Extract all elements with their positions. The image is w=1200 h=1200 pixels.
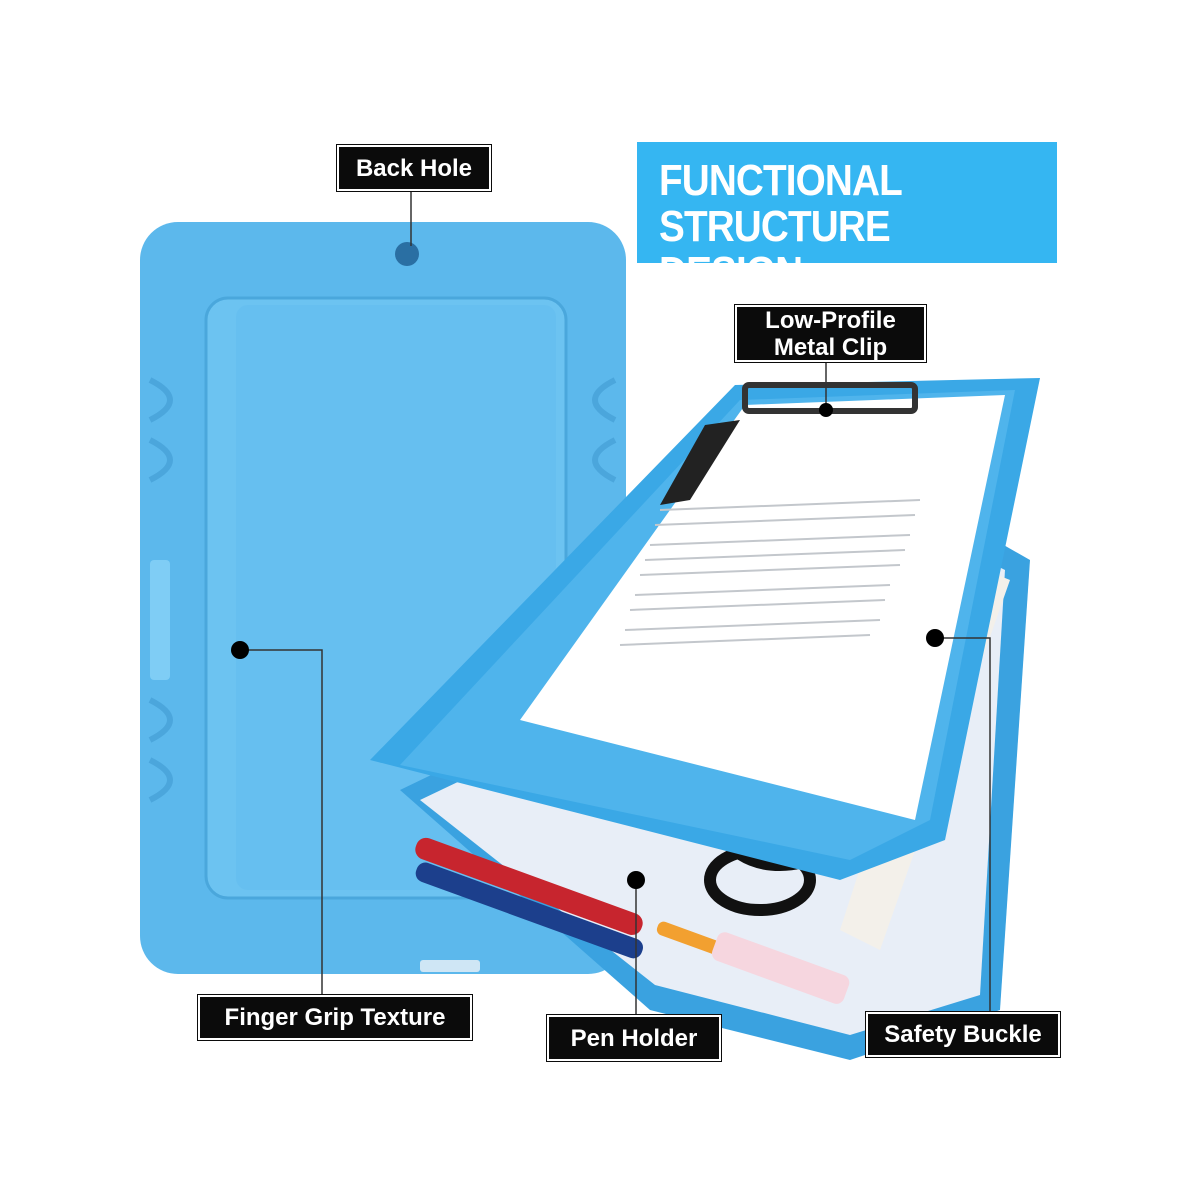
callout-finger-grip: Finger Grip Texture — [198, 995, 472, 1040]
headline-banner: FUNCTIONAL STRUCTURE DESIGN — [637, 142, 1057, 296]
callout-back-hole: Back Hole — [337, 145, 491, 191]
headline-line-2: STRUCTURE DESIGN — [659, 202, 891, 297]
callout-pen-holder: Pen Holder — [547, 1015, 721, 1061]
callout-lines — [240, 187, 991, 1015]
clipboard-lid — [370, 378, 1040, 880]
callout-safety-buckle: Safety Buckle — [866, 1012, 1060, 1057]
headline-line-1: FUNCTIONAL — [659, 156, 903, 205]
callout-metal-clip: Low-Profile Metal Clip — [735, 305, 926, 362]
callout-metal-clip-line-2: Metal Clip — [773, 333, 888, 361]
callout-dots — [231, 403, 944, 889]
back-hole-icon — [395, 242, 419, 266]
callout-metal-clip-line-1: Low-Profile — [765, 306, 896, 334]
